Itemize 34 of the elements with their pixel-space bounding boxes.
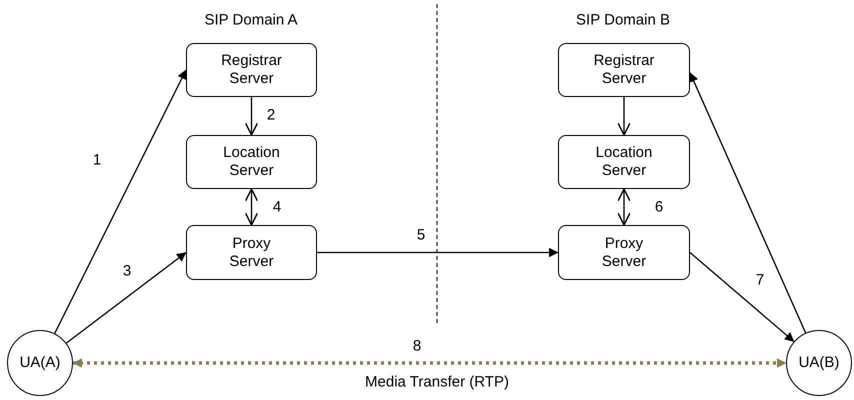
step-number: 6 bbox=[654, 198, 664, 216]
node-label: Proxy Server bbox=[600, 234, 648, 270]
node-label: Registrar Server bbox=[220, 52, 283, 88]
server-box bbox=[186, 225, 317, 280]
step-number: 2 bbox=[266, 106, 276, 124]
arrow bbox=[690, 252, 794, 342]
arrow bbox=[54, 70, 187, 334]
arrow bbox=[617, 188, 631, 226]
server-box bbox=[558, 43, 690, 97]
step-number: 7 bbox=[754, 272, 766, 288]
node-label: Location Server bbox=[222, 144, 281, 180]
step-number: 1 bbox=[92, 152, 102, 168]
node-label: UA(B) bbox=[798, 354, 840, 372]
node-label: Proxy Server bbox=[228, 234, 275, 270]
arrow bbox=[689, 72, 806, 334]
media-caption: Media Transfer (RTP) bbox=[364, 374, 510, 390]
server-box bbox=[558, 135, 690, 189]
server-box bbox=[186, 43, 317, 97]
arrow bbox=[66, 252, 186, 344]
arrow bbox=[617, 97, 631, 136]
node-label: UA(A) bbox=[18, 354, 62, 372]
step-number: 4 bbox=[272, 198, 282, 216]
step-number: 3 bbox=[122, 262, 132, 280]
arrow bbox=[317, 248, 558, 258]
server-box bbox=[558, 225, 690, 280]
dotted-arrow bbox=[72, 358, 786, 368]
node-label: Location Server bbox=[594, 144, 654, 180]
arrow bbox=[244, 97, 258, 136]
domain-heading: SIP Domain B bbox=[575, 12, 671, 28]
step-number: 5 bbox=[416, 226, 426, 244]
server-box bbox=[186, 135, 317, 189]
node-label: Registrar Server bbox=[592, 52, 656, 88]
domain-heading: SIP Domain A bbox=[203, 12, 299, 28]
arrow bbox=[244, 188, 258, 226]
